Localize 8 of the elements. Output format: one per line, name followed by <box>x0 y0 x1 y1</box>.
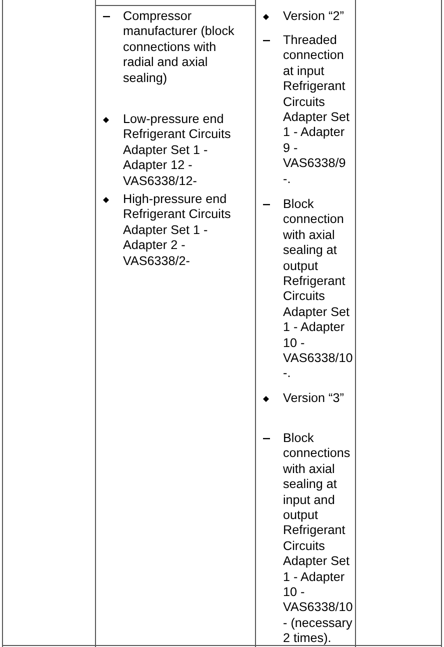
list-item-text: Threaded connection at input Refrigerant Circuits Adapter Set 1 - Adapter 9 - VAS6338/9 -. <box>283 33 351 188</box>
list-item-text: High-pressure end Refrigerant Circuits Adapter Set 1 - Adapter 2 - VAS6338/2- <box>123 192 232 270</box>
list-item-text: Version “3” <box>283 391 345 406</box>
list-item-text: Version “2” <box>283 9 345 24</box>
list-item-text: Low-pressure end Refrigerant Circuits Adapter Set 1 - Adapter 12 - VAS6338/12- <box>123 112 232 190</box>
list-item-text: Compressor manufacturer (block connections with radial and axial sealing) <box>123 9 236 86</box>
list-item-text: Block connection with axial sealing at output Refrigerant Circuits Adapter Set 1 - Adapter 10 - VAS6338/10 -. <box>283 197 353 382</box>
list-item-text: Block connections with axial sealing at input and output Refrigerant Circuits Adapter Set 1 - Adapter 10 - VAS6338/10 - (necessary 2 times). <box>283 431 353 647</box>
